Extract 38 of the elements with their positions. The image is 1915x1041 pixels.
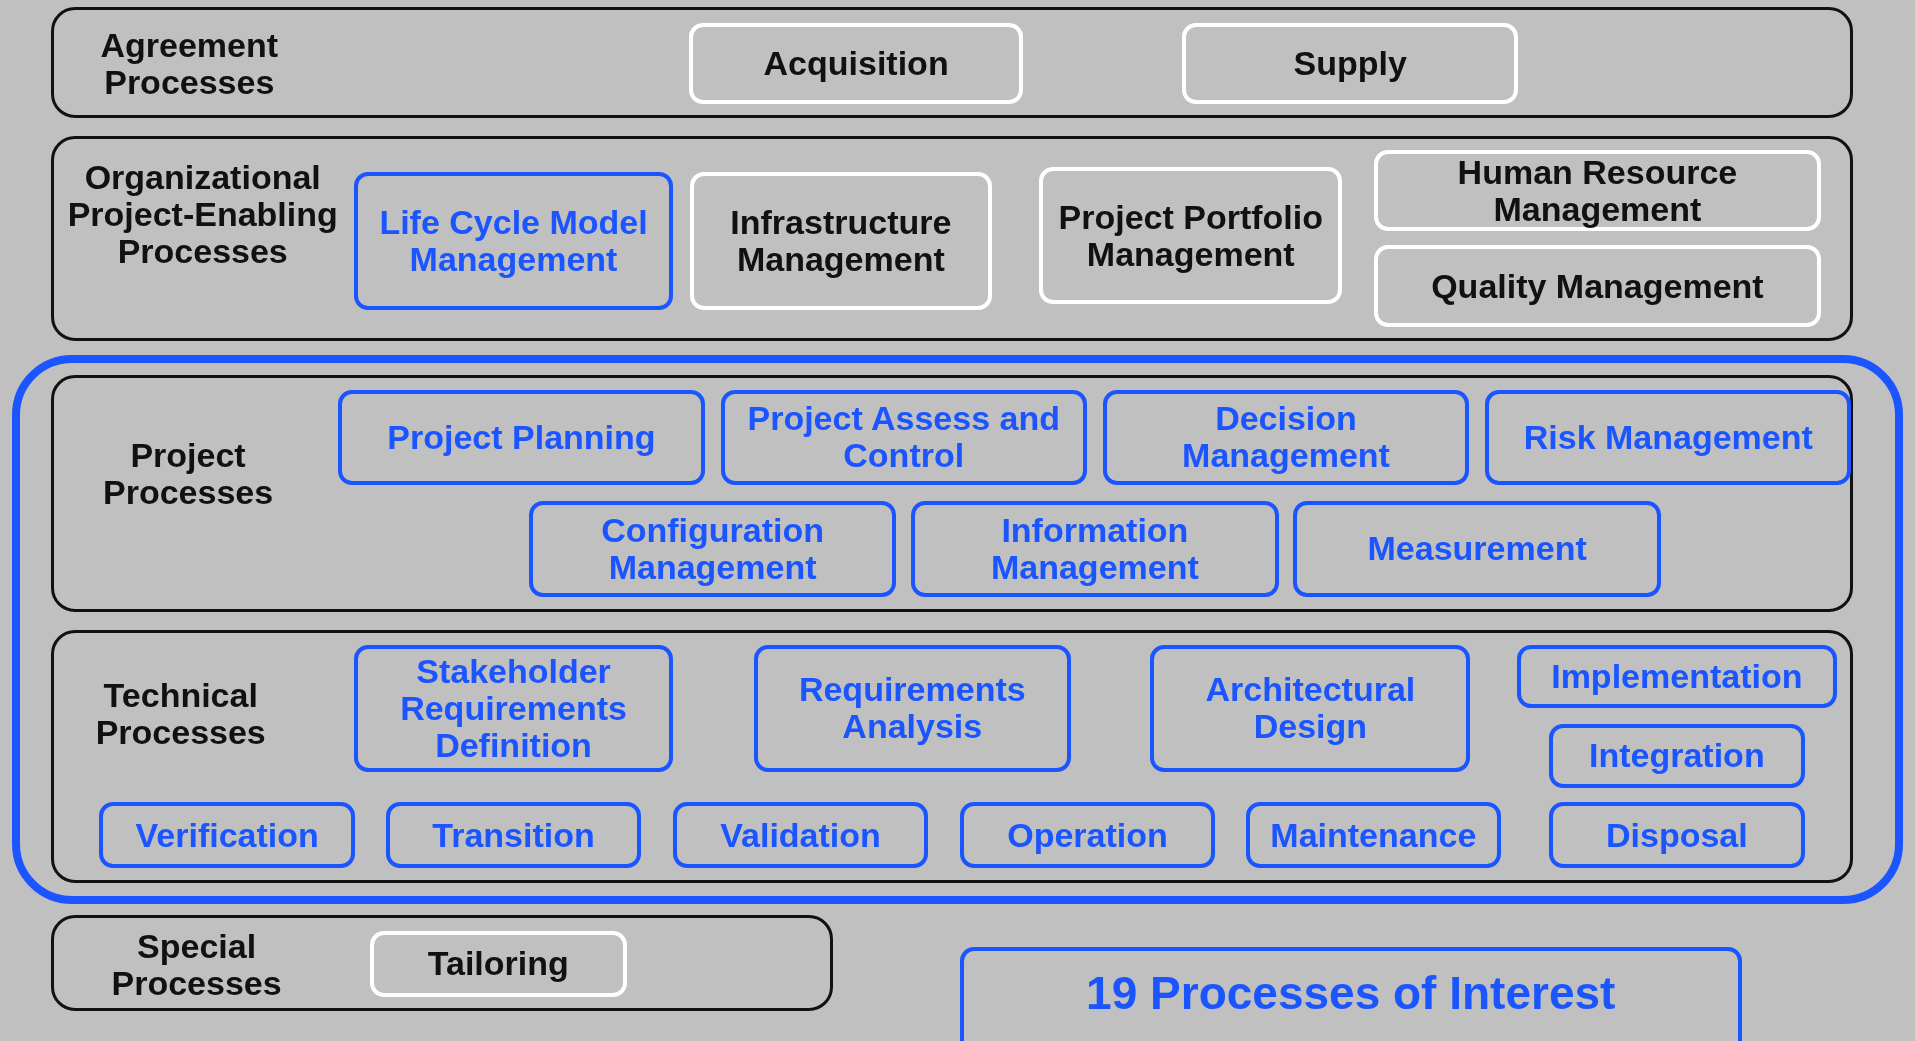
process-box: Implementation [1516,644,1837,709]
highlight-outline [12,355,1903,904]
process-box: 19 Processes of Interest [959,946,1742,1041]
process-group-panel [51,630,1853,883]
process-group-panel [51,135,1853,341]
process-box: Information Management [911,500,1279,598]
process-group-panel [51,7,1853,119]
group-title: Technical Processes [94,676,267,751]
process-box: Project Assess and Control [720,389,1087,485]
process-box: Transition [385,802,642,869]
group-title: Project Processes [102,437,275,512]
process-box: Stakeholder Requirements Definition [354,644,673,772]
process-box: Human Resource Management [1373,150,1821,231]
process-box: Supply [1182,23,1519,104]
process-box: Architectural Design [1150,644,1471,772]
process-box: Life Cycle Model Management [354,172,673,311]
process-box: Project Planning [338,389,705,485]
process-box: Disposal [1548,802,1806,869]
process-box: Requirements Analysis [753,644,1072,772]
process-box: Configuration Management [528,500,897,598]
process-box: Acquisition [688,23,1024,104]
process-group-panel [51,914,833,1012]
process-box: Operation [959,802,1216,869]
process-box: Integration [1548,724,1806,788]
group-title: Agreement Processes [99,26,280,101]
process-box: Verification [98,802,356,869]
group-title: Special Processes [110,928,283,1003]
process-box: Infrastructure Management [690,172,992,311]
process-box: Project Portfolio Management [1039,167,1343,305]
process-box: Tailoring [370,930,627,997]
process-box: Maintenance [1245,802,1501,869]
process-box: Quality Management [1373,245,1821,328]
process-box: Validation [672,802,929,869]
process-box: Risk Management [1485,389,1852,485]
group-title: Organizational Project-Enabling Processes [66,158,339,270]
process-box: Decision Management [1102,389,1470,485]
process-group-panel [51,374,1853,612]
process-box: Measurement [1293,500,1661,598]
